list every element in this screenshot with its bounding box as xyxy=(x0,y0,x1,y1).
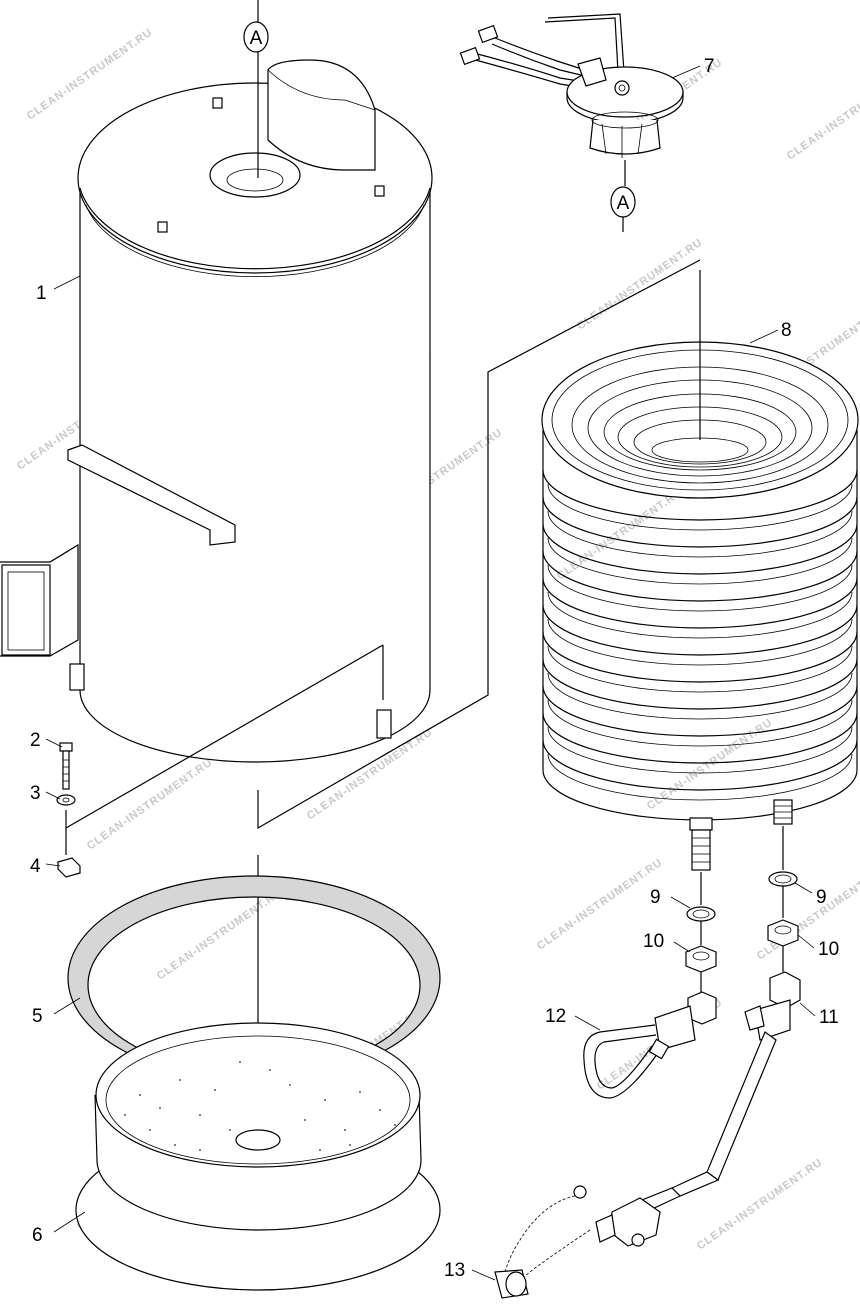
burner-head xyxy=(459,13,684,158)
bolt-icon xyxy=(157,221,168,233)
callout-13: 13 xyxy=(444,1260,465,1281)
bolt-washer-nut xyxy=(56,742,81,878)
callout-11: 11 xyxy=(819,1007,839,1028)
bolt-icon xyxy=(374,185,385,197)
loop-tube-fitting xyxy=(583,972,717,1099)
callout-12: 12 xyxy=(545,1006,566,1027)
section-mark-label: A xyxy=(617,193,630,214)
callout-9-left: 9 xyxy=(650,887,661,908)
bottom-tray xyxy=(75,1022,441,1291)
watermark: CLEAN-INSTRUMENT.RU xyxy=(645,716,775,812)
callout-6: 6 xyxy=(32,1225,43,1246)
section-mark-label: A xyxy=(250,28,263,49)
section-mark-bottom: A xyxy=(610,160,636,232)
watermark: CLEAN-INSTRUMENT.RU xyxy=(555,486,685,582)
boiler-tank xyxy=(0,59,433,763)
callout-3: 3 xyxy=(30,783,41,804)
callout-4: 4 xyxy=(30,856,41,877)
watermark: CLEAN-INSTRUMENT.RU xyxy=(85,756,215,852)
callout-8: 8 xyxy=(781,320,792,341)
callout-9-right: 9 xyxy=(816,887,827,908)
callout-10-right: 10 xyxy=(818,939,839,960)
insulation-dots xyxy=(124,1061,396,1151)
bolt-icon xyxy=(212,97,223,109)
callout-2: 2 xyxy=(30,730,41,751)
watermark: CLEAN-INSTRUMENT.RU xyxy=(575,236,705,332)
callout-7: 7 xyxy=(704,56,715,77)
watermark: CLEAN-INSTRUMENT.RU xyxy=(785,66,860,162)
callout-leaders xyxy=(45,65,816,1281)
drain-valve xyxy=(494,1185,661,1299)
callout-labels: 1 2 3 4 5 6 7 8 9 9 10 10 11 12 13 xyxy=(30,56,839,1281)
section-mark-top: A xyxy=(243,0,269,178)
washers-and-nuts xyxy=(685,826,799,973)
callout-10-left: 10 xyxy=(643,931,664,952)
callout-1: 1 xyxy=(36,283,47,304)
fitting-pipe xyxy=(641,946,801,1211)
callout-5: 5 xyxy=(32,1006,43,1027)
assembly-leader-line xyxy=(257,259,701,830)
